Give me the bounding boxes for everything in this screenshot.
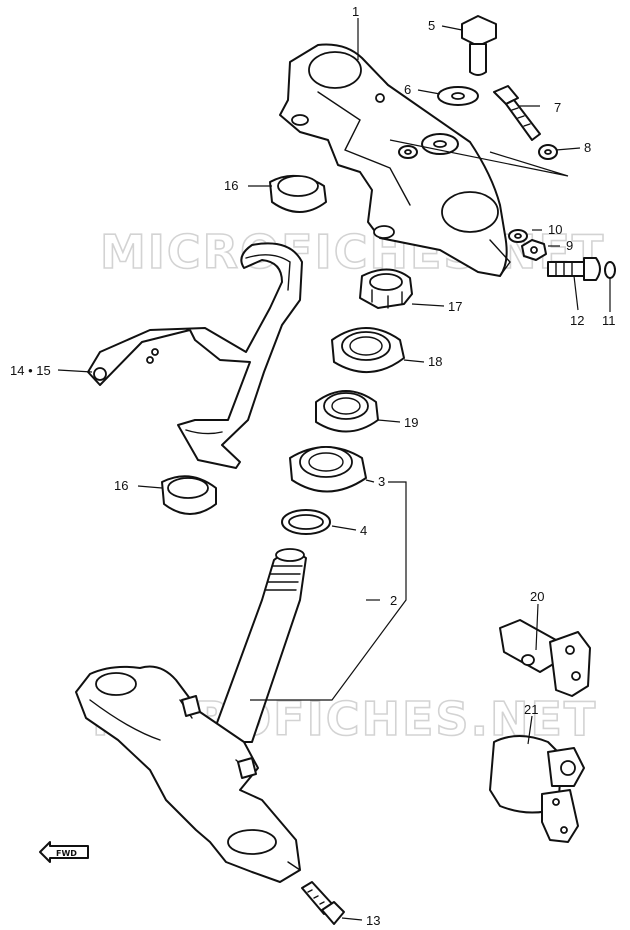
callout-6: 6	[404, 82, 411, 97]
fwd-label: FWD	[56, 849, 77, 858]
bolt-13-part	[301, 881, 345, 925]
callout-16-lower: 16	[114, 478, 128, 493]
callout-20: 20	[530, 589, 544, 604]
callout-13: 13	[366, 913, 380, 928]
callout-9: 9	[566, 238, 573, 253]
seal-ring-16-lower-part	[161, 475, 217, 515]
switch-20-part	[499, 619, 591, 697]
washer-11-part	[604, 261, 616, 279]
callout-16-upper: 16	[224, 178, 238, 193]
bolt-12-part	[547, 257, 601, 281]
dust-seal-18-part	[331, 327, 405, 374]
callout-2: 2	[390, 593, 397, 608]
callout-12: 12	[570, 313, 584, 328]
steering-stem-2-part	[75, 548, 307, 883]
callout-5: 5	[428, 18, 435, 33]
callout-7: 7	[554, 100, 561, 115]
washer-10-part	[508, 229, 528, 243]
callout-17: 17	[448, 299, 462, 314]
forward-arrow-icon: FWD	[39, 841, 89, 863]
lock-plate-part	[398, 133, 459, 159]
handlebar-bracket-14-15-part	[87, 242, 303, 469]
callout-18: 18	[428, 354, 442, 369]
bearing-3-part	[289, 446, 367, 493]
callout-11: 11	[602, 313, 616, 328]
module-21-part	[489, 735, 585, 843]
upper-bracket-part	[279, 43, 511, 277]
bolt-7-part	[493, 85, 541, 141]
callout-labels: 1 5 6 7 8 16 10 9 17 12 11 14 • 15 18 19…	[10, 4, 616, 928]
callout-19: 19	[404, 415, 418, 430]
callout-3: 3	[378, 474, 385, 489]
callout-4: 4	[360, 523, 367, 538]
callout-1: 1	[352, 4, 359, 19]
washer-8-part	[538, 144, 558, 160]
bearing-19-part	[315, 390, 379, 433]
seal-ring-16-upper-part	[269, 175, 327, 213]
washer-6-part	[437, 86, 479, 106]
callout-8: 8	[584, 140, 591, 155]
steering-nut-17-part	[359, 268, 413, 309]
bolt-5-part	[461, 15, 497, 76]
callout-21: 21	[524, 702, 538, 717]
callout-10: 10	[548, 222, 562, 237]
nut-9-part	[521, 239, 547, 261]
callout-14-15: 14 • 15	[10, 363, 51, 378]
washer-4-part	[281, 509, 331, 535]
leader-lines	[57, 18, 611, 921]
